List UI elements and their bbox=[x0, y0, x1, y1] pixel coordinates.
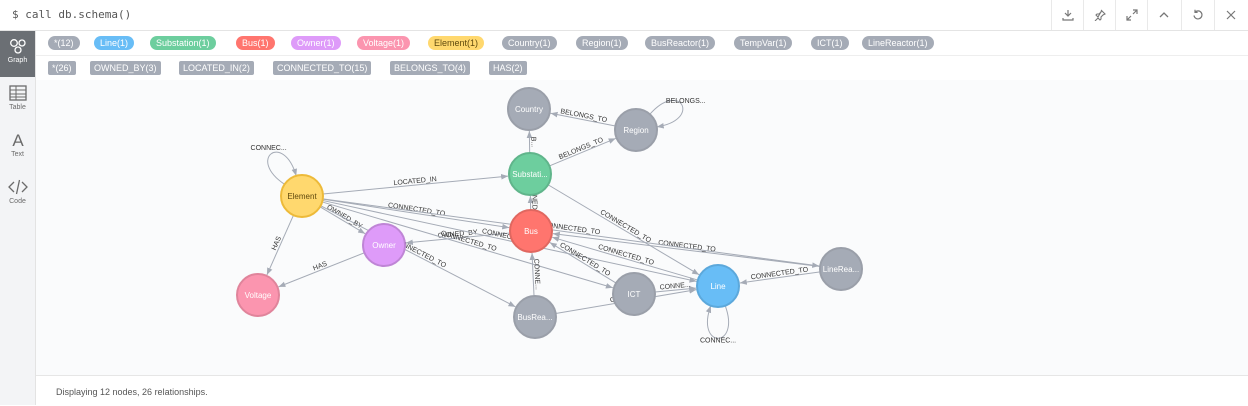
sidebar-item-label: Code bbox=[0, 198, 35, 205]
status-footer: Displaying 12 nodes, 26 relationships. bbox=[36, 375, 1248, 406]
command-bar: $ call db.schema() bbox=[0, 0, 1248, 31]
node-label-pill[interactable]: TempVar(1) bbox=[734, 36, 792, 50]
sidebar-item-graph[interactable]: Graph bbox=[0, 31, 35, 77]
svg-text:A: A bbox=[12, 131, 24, 149]
node-caption: Owner bbox=[372, 241, 396, 250]
table-icon bbox=[8, 84, 28, 102]
relationship[interactable]: BELONGS_TO bbox=[551, 108, 616, 126]
relationship[interactable]: HAS bbox=[278, 253, 364, 287]
graph-svg[interactable]: BELONGS_TOB...BELONGS_TOLOCATED_INOWNED_… bbox=[36, 80, 1248, 375]
relationship-type-tag[interactable]: HAS(2) bbox=[489, 61, 527, 75]
sidebar-item-text[interactable]: A Text bbox=[0, 125, 35, 171]
node-label-pill[interactable]: Voltage(1) bbox=[357, 36, 410, 50]
relationship[interactable]: BELONGS_TO bbox=[549, 136, 615, 166]
relationship-label: BELONGS_TO bbox=[558, 136, 605, 161]
relationship-label: CONNECTED_TO bbox=[387, 202, 446, 218]
relationship-label: BELONGS... bbox=[666, 98, 706, 105]
download-icon bbox=[1062, 9, 1074, 21]
close-icon bbox=[1225, 9, 1237, 21]
node-caption: BusRea... bbox=[517, 313, 552, 322]
status-text: Displaying 12 nodes, 26 relationships. bbox=[56, 387, 208, 397]
sidebar-item-label: Table bbox=[0, 104, 35, 111]
download-button[interactable] bbox=[1051, 0, 1084, 30]
node-label-pill[interactable]: BusReactor(1) bbox=[645, 36, 715, 50]
relationship-type-tag[interactable]: *(26) bbox=[48, 61, 76, 75]
relationship-type-tag[interactable]: CONNECTED_TO(15) bbox=[273, 61, 371, 75]
pin-button[interactable] bbox=[1083, 0, 1116, 30]
node-label-pill[interactable]: ICT(1) bbox=[811, 36, 849, 50]
relationship[interactable]: LOCATED_IN bbox=[323, 176, 508, 194]
node-label-pill[interactable]: Substation(1) bbox=[150, 36, 216, 50]
graph-node-busreactor[interactable]: BusRea... bbox=[514, 296, 556, 338]
relationship[interactable]: HAS bbox=[267, 215, 294, 275]
graph-node-line[interactable]: Line bbox=[697, 265, 739, 307]
node-label-pill[interactable]: LineReactor(1) bbox=[862, 36, 934, 50]
graph-node-substation[interactable]: Substati... bbox=[509, 153, 551, 195]
node-label-pill[interactable]: Region(1) bbox=[576, 36, 628, 50]
text-icon: A bbox=[8, 131, 28, 149]
self-loop-relationship[interactable]: BELONGS... bbox=[650, 98, 706, 127]
relationship-type-tag[interactable]: BELONGS_TO(4) bbox=[390, 61, 470, 75]
node-label-pill[interactable]: Bus(1) bbox=[236, 36, 275, 50]
node-labels-legend: *(12) Line(1) Substation(1) Bus(1) Owner… bbox=[36, 31, 1248, 56]
node-label-pill[interactable]: Line(1) bbox=[94, 36, 134, 50]
relationship-label: CONNE... bbox=[659, 282, 691, 292]
relationship-label: CONNECTED_TO bbox=[597, 244, 655, 267]
node-caption: Region bbox=[623, 126, 648, 135]
sidebar-item-label: Text bbox=[0, 151, 35, 158]
graph-node-country[interactable]: Country bbox=[508, 88, 550, 130]
rerun-button[interactable] bbox=[1181, 0, 1214, 30]
node-caption: ICT bbox=[628, 290, 641, 299]
graph-node-bus[interactable]: Bus bbox=[510, 210, 552, 252]
relationship-label: CONNEC... bbox=[700, 338, 736, 345]
command-text[interactable]: $ call db.schema() bbox=[12, 8, 131, 21]
relationship-label: CONNE... bbox=[532, 259, 540, 290]
relationship[interactable]: CONNE... bbox=[532, 253, 541, 296]
sidebar-item-table[interactable]: Table bbox=[0, 78, 35, 124]
node-label-pill[interactable]: *(12) bbox=[48, 36, 80, 50]
graph-node-region[interactable]: Region bbox=[615, 109, 657, 151]
graph-node-element[interactable]: Element bbox=[281, 175, 323, 217]
relationship-label: CONNECTED_TO bbox=[750, 266, 809, 281]
graph-icon bbox=[8, 37, 28, 55]
node-label-pill[interactable]: Element(1) bbox=[428, 36, 484, 50]
pin-icon bbox=[1094, 9, 1106, 21]
relationship-label: CONNECTED_TO bbox=[658, 240, 717, 254]
sidebar-item-label: Graph bbox=[0, 57, 35, 64]
relationship[interactable]: B... bbox=[529, 131, 536, 153]
node-caption: Element bbox=[287, 192, 317, 201]
node-caption: Country bbox=[515, 105, 543, 114]
self-loop-relationship[interactable]: CONNEC... bbox=[700, 306, 736, 345]
code-icon bbox=[8, 178, 28, 196]
graph-node-owner[interactable]: Owner bbox=[363, 224, 405, 266]
relationship-label: B... bbox=[529, 137, 536, 148]
node-caption: Substati... bbox=[512, 170, 548, 179]
graph-node-voltage[interactable]: Voltage bbox=[237, 274, 279, 316]
close-button[interactable] bbox=[1214, 0, 1247, 30]
graph-node-ict[interactable]: ICT bbox=[613, 273, 655, 315]
relationship-type-tag[interactable]: OWNED_BY(3) bbox=[90, 61, 161, 75]
relationship-types-legend: *(26) OWNED_BY(3) LOCATED_IN(2) CONNECTE… bbox=[36, 56, 1248, 81]
node-label-pill[interactable]: Country(1) bbox=[502, 36, 557, 50]
node-caption: Bus bbox=[524, 227, 538, 236]
relationship-label: CONNEC... bbox=[251, 145, 287, 152]
graph-node-linereactor[interactable]: LineRea... bbox=[820, 248, 862, 290]
relationship-label: BELONGS_TO bbox=[560, 108, 608, 124]
node-caption: Line bbox=[710, 282, 726, 291]
view-sidebar: Graph Table A Text Code bbox=[0, 31, 36, 405]
expand-icon bbox=[1126, 9, 1138, 21]
sidebar-item-code[interactable]: Code bbox=[0, 172, 35, 218]
relationship-type-tag[interactable]: LOCATED_IN(2) bbox=[179, 61, 254, 75]
rerun-icon bbox=[1192, 9, 1204, 21]
node-caption: Voltage bbox=[245, 291, 272, 300]
expand-button[interactable] bbox=[1115, 0, 1148, 30]
chevron-up-icon bbox=[1158, 9, 1170, 21]
node-label-pill[interactable]: Owner(1) bbox=[291, 36, 341, 50]
node-caption: LineRea... bbox=[823, 265, 859, 274]
relationship[interactable]: CONNECTED_TO bbox=[740, 266, 820, 283]
collapse-button[interactable] bbox=[1147, 0, 1180, 30]
